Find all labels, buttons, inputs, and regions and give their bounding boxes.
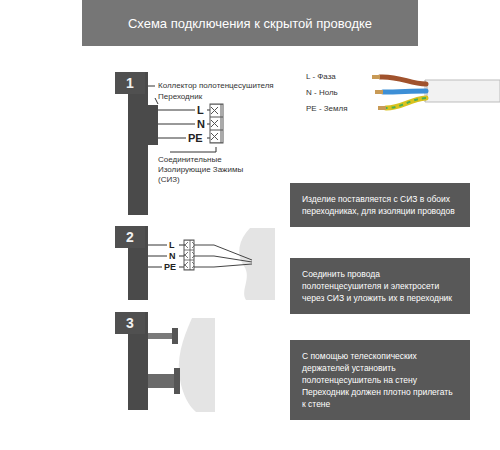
instruction-text: Соединить провода полотенцесушителя и эл… bbox=[302, 269, 452, 303]
wire-legend-text: N - Ноль bbox=[306, 88, 338, 98]
adapter-holder bbox=[148, 368, 180, 394]
wire-name: N bbox=[197, 118, 205, 130]
part-label: Коллектор полотенцесушителя bbox=[158, 81, 274, 91]
wire-name: L bbox=[169, 240, 175, 250]
step-number-text: 2 bbox=[126, 229, 134, 245]
leader-lines bbox=[148, 86, 216, 152]
wire-legend-text: L - Фаза bbox=[306, 72, 336, 82]
wire-name: PE bbox=[164, 262, 176, 272]
step-number: 3 bbox=[115, 312, 145, 334]
cable-illustration bbox=[372, 75, 500, 110]
wire-name: L bbox=[197, 104, 204, 116]
step-number-text: 3 bbox=[126, 315, 134, 331]
part-label: Соединительные Изолирующие Зажимы (СИЗ) bbox=[158, 155, 266, 185]
step-number: 1 bbox=[115, 72, 145, 94]
instruction-text: С помощью телескопических держателей уст… bbox=[302, 351, 453, 409]
wire-legend-text: PE - Земля bbox=[306, 104, 348, 114]
terminal-block bbox=[184, 240, 194, 270]
instruction-text: Изделие поставляется с СИЗ в обоих перех… bbox=[302, 194, 455, 216]
wall bbox=[239, 228, 275, 300]
terminal-block bbox=[210, 104, 223, 143]
step-number: 2 bbox=[115, 226, 145, 248]
wire-name: PE bbox=[188, 132, 203, 144]
telescopic-holder bbox=[148, 328, 178, 344]
instruction-box: С помощью телескопических держателей уст… bbox=[290, 340, 470, 420]
part-label: Переходник bbox=[158, 92, 202, 102]
title: Схема подключения к скрытой проводке bbox=[128, 16, 372, 31]
instruction-box: Соединить провода полотенцесушителя и эл… bbox=[290, 258, 470, 314]
wire-name: N bbox=[169, 251, 176, 261]
adapter bbox=[148, 105, 158, 145]
step-number-text: 1 bbox=[126, 75, 134, 91]
title-banner: Схема подключения к скрытой проводке bbox=[82, 0, 418, 46]
wall bbox=[179, 318, 215, 412]
mains-wires bbox=[194, 245, 252, 267]
instruction-box: Изделие поставляется с СИЗ в обоих перех… bbox=[290, 183, 470, 227]
